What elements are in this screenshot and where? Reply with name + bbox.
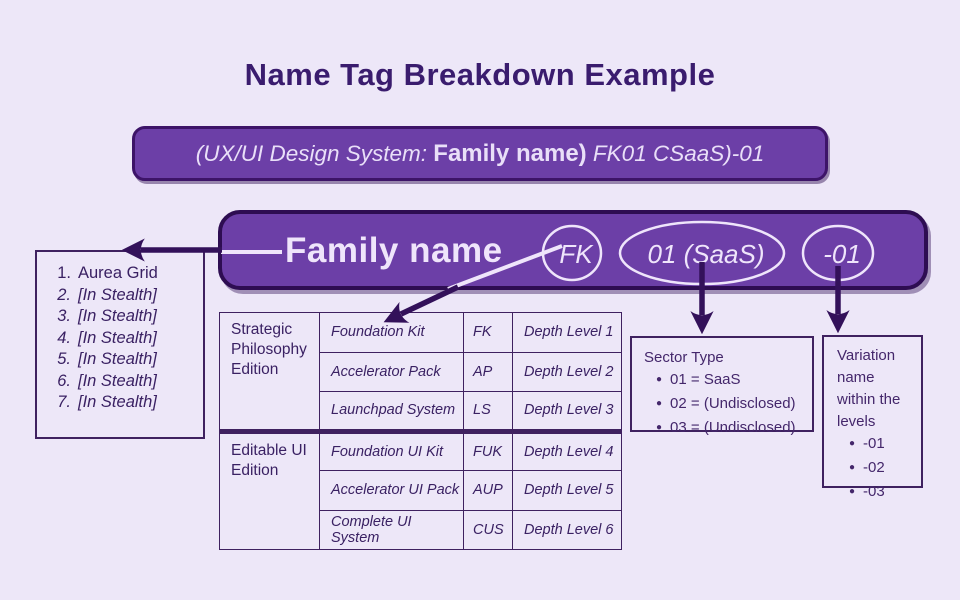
table-row: Complete UI System CUS Depth Level 6 [220,509,622,550]
variation-name-box: Variation name within the levels ● -01 ●… [822,335,923,500]
sector-bullet: ● 03 = (Undisclosed) [644,417,804,441]
list-item-number: 7. [57,393,71,411]
list-item: 6. [In Stealth] [37,371,203,393]
product-cell: Foundation Kit [319,312,464,353]
list-item-number: 6. [57,371,71,390]
list-item-label: [In Stealth] [78,350,157,368]
table-row: Accelerator Pack AP Depth Level 2 [220,351,622,392]
sector-bullet-label: 02 = (Undisclosed) [670,395,796,412]
sector-bullet: ● 01 = SaaS [644,369,804,393]
depth-cell: Depth Level 1 [512,312,622,353]
abbr-cell: AP [463,351,513,392]
product-cell: Foundation UI Kit [319,428,464,471]
group-cell-editable: Editable UI Edition [219,428,320,550]
product-cell: Accelerator UI Pack [319,470,464,511]
bullet-dot-icon: ● [656,374,663,385]
product-cell: Accelerator Pack [319,351,464,392]
list-item-label: [In Stealth] [78,371,157,390]
list-item-number: 3. [57,307,71,325]
list-item: 4. [In Stealth] [37,328,203,350]
list-item: 5. [In Stealth] [37,349,203,371]
sector-bullet-label: 03 = (Undisclosed) [670,419,796,436]
bullet-dot-icon: ● [656,398,663,409]
banner-family-name: Family name [285,231,503,270]
depth-cell: Depth Level 4 [512,428,622,471]
pill-family-name-text: Family name) [433,139,587,167]
sector-type-box: Sector Type ● 01 = SaaS ● 02 = (Undisclo… [630,336,814,436]
bullet-dot-icon: ● [849,438,856,449]
product-cell: Complete UI System [319,509,464,550]
list-item-number: 2. [57,285,71,304]
banner-code-chip: FK [559,239,593,269]
abbr-cell: CUS [463,509,513,550]
group-cell-strategic: Strategic Philosophy Edition [219,312,320,432]
pill-prefix-text: (UX/UI Design System: [195,140,434,166]
banner-sector-chip: 01 (SaaS) [647,239,765,269]
list-item-label: [In Stealth] [78,307,157,325]
variation-bullet: ● -01 [837,433,917,457]
table-row: Strategic Philosophy Edition Foundation … [219,312,622,432]
variation-title: Variation name within the levels [837,347,901,430]
family-name-list-box: 1. Aurea Grid 2. [In Stealth] 3. [In Stealt… [35,250,205,439]
sector-bullet: ● 02 = (Undisclosed) [644,393,804,417]
table-row: Accelerator UI Pack AUP Depth Level 5 [220,470,622,511]
sector-type-title: Sector Type [644,349,724,366]
breakdown-banner: Family name FK 01 (SaaS) -01 [218,210,928,290]
arrow-to-table [383,284,460,323]
list-item: 3. [In Stealth] [37,306,203,328]
list-item-number: 1. [57,264,71,282]
depth-cell: Depth Level 6 [512,509,622,550]
variation-bullet-label: -01 [863,435,885,452]
banner-variation-chip: -01 [823,239,861,269]
variation-bullet: ● -02 [837,457,917,481]
list-item-label: Aurea Grid [78,264,158,282]
product-cell: Launchpad System [319,391,464,432]
list-item: 1. Aurea Grid [37,263,203,285]
table-row: Editable UI Edition Foundation UI Kit FU… [219,428,622,550]
variation-bullet: ● -03 [837,481,917,505]
page-title: Name Tag Breakdown Example [244,57,716,92]
bullet-dot-icon: ● [849,486,856,497]
list-item-number: 4. [57,328,71,347]
abbr-cell: FUK [463,428,513,471]
pill-suffix-text: FK01 CSaaS)-01 [586,140,765,166]
depth-cell: Depth Level 5 [512,470,622,511]
list-item: 2. [In Stealth] [37,285,203,307]
abbr-cell: AUP [463,470,513,511]
name-tag-pill: (UX/UI Design System: Family name) FK01 … [132,126,828,181]
list-item-label: [In Stealth] [78,285,157,304]
table-row: Launchpad System LS Depth Level 3 [220,391,622,432]
list-item-label: [In Stealth] [78,328,157,347]
depth-cell: Depth Level 2 [512,351,622,392]
sector-bullet-label: 01 = SaaS [670,371,741,388]
bullet-dot-icon: ● [656,422,663,433]
abbr-cell: FK [463,312,513,353]
variation-bullet-label: -03 [863,483,885,500]
depth-cell: Depth Level 3 [512,391,622,432]
edition-breakdown-table: Strategic Philosophy Edition Foundation … [219,312,622,550]
abbr-cell: LS [463,391,513,432]
bullet-dot-icon: ● [849,462,856,473]
list-item-label: [In Stealth] [78,393,157,411]
variation-bullet-label: -02 [863,459,885,476]
list-item-number: 5. [57,350,71,368]
list-item: 7. [In Stealth] [37,392,203,414]
